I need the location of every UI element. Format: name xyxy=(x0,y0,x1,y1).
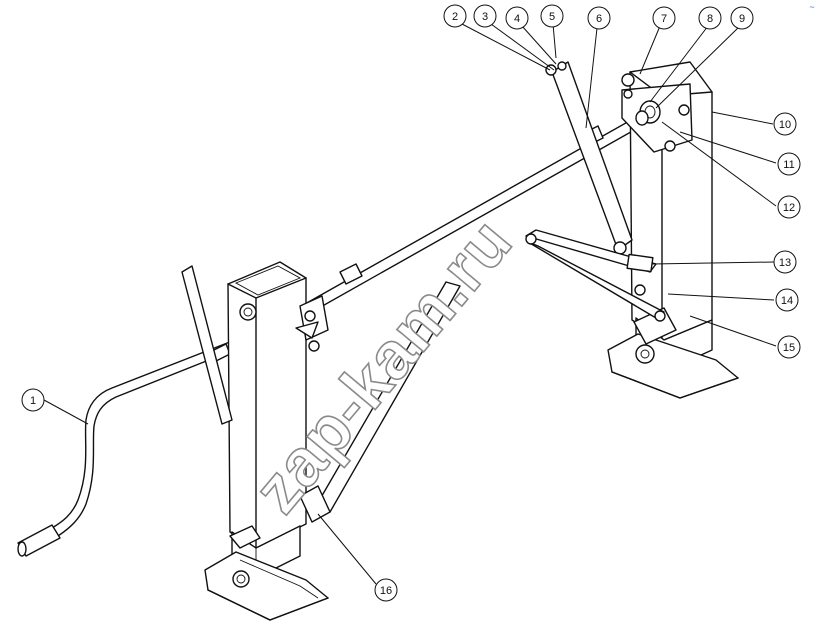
callout-number: 10 xyxy=(779,119,791,131)
callout-2: 2 xyxy=(443,4,467,28)
callout-number: 8 xyxy=(707,13,713,25)
callout-number: 12 xyxy=(783,202,795,214)
callout-circle xyxy=(730,6,754,30)
callout-15: 15 xyxy=(777,335,801,359)
callout-number: 3 xyxy=(482,11,488,23)
callout-circle xyxy=(505,6,529,30)
callout-circle xyxy=(21,388,45,412)
drawing xyxy=(17,61,739,621)
callout-11: 11 xyxy=(777,152,801,176)
callout-circle xyxy=(777,152,801,176)
callout-circle xyxy=(773,112,797,136)
callout-3: 3 xyxy=(473,4,497,28)
callout-number: 9 xyxy=(739,13,745,25)
callout-7: 7 xyxy=(652,6,676,30)
callout-number: 15 xyxy=(783,342,795,354)
callout-number: 11 xyxy=(783,159,794,171)
rear-mount-plate xyxy=(621,73,693,153)
callout-5: 5 xyxy=(540,4,564,28)
corner-mark: ~ xyxy=(809,2,814,12)
callout-circle xyxy=(374,578,398,602)
callout-number: 6 xyxy=(596,13,602,25)
callout-12: 12 xyxy=(777,195,801,219)
callout-number: 2 xyxy=(452,11,458,23)
callout-number: 4 xyxy=(514,13,520,25)
callout-circle xyxy=(587,6,611,30)
front-brace-left xyxy=(181,265,233,425)
rear-lower-braces xyxy=(525,229,666,322)
callout-6: 6 xyxy=(587,6,611,30)
callout-circle xyxy=(775,288,799,312)
leader-lines xyxy=(43,23,777,585)
callout-16: 16 xyxy=(374,578,398,602)
callout-number: 5 xyxy=(549,11,555,23)
callout-circle xyxy=(777,335,801,359)
callout-circle xyxy=(777,195,801,219)
callouts: 1 2 3 4 5 6 7 8 9 10 11 12 13 14 15 16 xyxy=(21,4,801,602)
callout-circle xyxy=(473,4,497,28)
callout-9: 9 xyxy=(730,6,754,30)
callout-1: 1 xyxy=(21,388,45,412)
front-leg xyxy=(204,261,329,621)
callout-number: 16 xyxy=(380,585,392,597)
rear-brace xyxy=(545,61,633,255)
callout-14: 14 xyxy=(775,288,799,312)
callout-13: 13 xyxy=(773,250,797,274)
callout-4: 4 xyxy=(505,6,529,30)
callout-circle xyxy=(540,4,564,28)
callout-circle xyxy=(652,6,676,30)
front-brace-diagonal xyxy=(295,281,461,523)
callout-8: 8 xyxy=(698,6,722,30)
callout-circle xyxy=(773,250,797,274)
callout-circle xyxy=(443,4,467,28)
callout-10: 10 xyxy=(773,112,797,136)
callout-number: 7 xyxy=(661,13,667,25)
callout-circle xyxy=(698,6,722,30)
callout-number: 13 xyxy=(779,257,791,269)
callout-number: 1 xyxy=(30,395,36,407)
callout-number: 14 xyxy=(781,295,793,307)
